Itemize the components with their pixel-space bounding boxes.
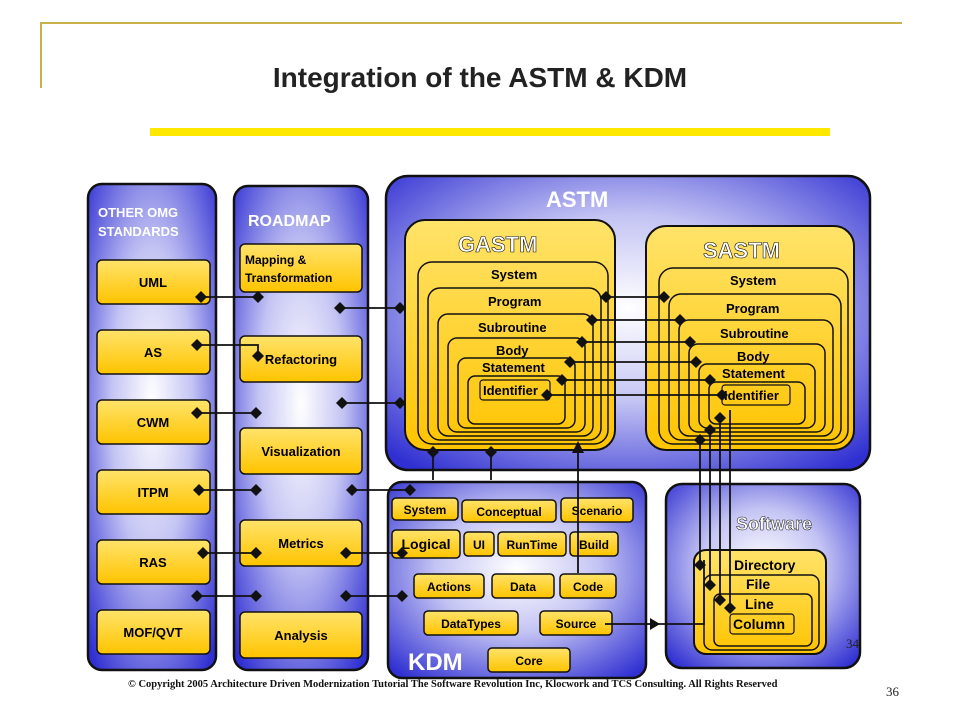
kdm-item-ui: UI (473, 538, 485, 552)
omg-item-mof-qvt: MOF/QVT (96, 609, 211, 655)
kdm-item-system-box (391, 497, 459, 521)
sastm-box: SASTM System Program Subroutine Body Sta… (645, 225, 855, 451)
kdm-item-datatypes: DataTypes (441, 617, 501, 631)
astm-panel: ASTM GASTM System Program Subroutine Bod… (384, 174, 872, 472)
roadmap-item-metrics: Metrics (239, 519, 363, 567)
roadmap-item-visualization: Visualization (239, 427, 363, 475)
gastm-level-statement: Statement (482, 360, 546, 375)
gastm-level-system: System (491, 267, 537, 282)
gastm-level-program: Program (488, 294, 541, 309)
title-underline (150, 128, 830, 136)
roadmap-item-label: Metrics (278, 536, 324, 551)
frame-top-line (40, 22, 902, 24)
kdm-item-scenario-box (560, 497, 634, 523)
sastm-level-statement: Statement (722, 366, 786, 381)
gastm-heading: GASTM (458, 232, 537, 257)
roadmap-heading: ROADMAP (248, 213, 331, 230)
kdm-item-build: Build (579, 538, 609, 552)
roadmap-item-label: Refactoring (265, 352, 337, 367)
roadmap-item-analysis: Analysis (239, 611, 363, 659)
omg-item-label: AS (144, 345, 162, 360)
omg-item-as: AS (96, 329, 211, 375)
astm-heading: ASTM (546, 187, 608, 212)
slide-title: Integration of the ASTM & KDM (272, 62, 688, 93)
omg-item-itpm: ITPM (96, 469, 211, 515)
roadmap-item-mapping: Mapping & Transformation (239, 243, 363, 293)
frame-left-line (40, 22, 42, 88)
software-level-column: Column (733, 616, 785, 632)
kdm-item-runtime-box (497, 531, 567, 557)
kdm-item-logical-box (391, 529, 461, 559)
kdm-item-source-box (539, 610, 613, 636)
kdm-item-runtime: RunTime (506, 538, 557, 552)
other-omg-panel: OTHER OMG STANDARDS UML AS CWM ITPM RAS … (86, 182, 218, 672)
software-level-file: File (746, 576, 770, 592)
roadmap-panel: ROADMAP Mapping & Transformation Refacto… (232, 184, 370, 672)
roadmap-item-refactoring: Refactoring (239, 335, 363, 383)
omg-item-label: RAS (139, 555, 167, 570)
software-level-directory: Directory (734, 557, 796, 573)
connector-diamonds (191, 291, 736, 614)
roadmap-mapping-line1: Mapping & (245, 253, 307, 267)
kdm-item-core: Core (515, 654, 543, 668)
kdm-item-code-box (559, 573, 617, 599)
kdm-panel: KDM System Conceptual Scenario Logical U… (386, 480, 648, 680)
kdm-item-datatypes-box (423, 610, 519, 636)
inner-page-number: 34 (846, 636, 859, 651)
omg-item-cwm: CWM (96, 399, 211, 445)
kdm-item-code: Code (573, 580, 603, 594)
software-heading: Software (736, 514, 812, 534)
page-number: 36 (886, 684, 899, 699)
roadmap-item-label: Visualization (261, 444, 340, 459)
sastm-level-subroutine: Subroutine (720, 326, 789, 341)
kdm-item-core-box (487, 647, 571, 673)
omg-item-label: ITPM (137, 485, 168, 500)
roadmap-item-label: Analysis (274, 628, 327, 643)
sastm-level-program: Program (726, 301, 779, 316)
software-level-line: Line (745, 596, 774, 612)
other-omg-heading-2: STANDARDS (98, 224, 179, 239)
sastm-heading: SASTM (703, 238, 780, 263)
kdm-item-source: Source (556, 617, 597, 631)
kdm-item-scenario: Scenario (572, 504, 623, 518)
copyright-text: © Copyright 2005 Architecture Driven Mod… (128, 679, 778, 690)
sastm-level-body: Body (737, 349, 770, 364)
kdm-item-conceptual-box (461, 499, 557, 523)
kdm-item-conceptual: Conceptual (476, 505, 541, 519)
omg-item-label: MOF/QVT (123, 625, 182, 640)
omg-item-uml: UML (96, 259, 211, 305)
kdm-item-actions-box (413, 573, 485, 599)
gastm-level-body: Body (496, 343, 529, 358)
kdm-item-actions: Actions (427, 580, 471, 594)
kdm-item-ui-box (463, 531, 495, 557)
kdm-heading: KDM (408, 649, 463, 676)
gastm-level-subroutine: Subroutine (478, 320, 547, 335)
gastm-level-identifier: Identifier (483, 383, 538, 398)
roadmap-mapping-line2: Transformation (245, 271, 332, 285)
gastm-box: GASTM System Program Subroutine Body Sta… (404, 219, 616, 451)
software-panel: Software Directory File Line Column (664, 482, 862, 670)
connector-lines (197, 296, 731, 625)
kdm-item-data-box (491, 573, 555, 599)
sastm-level-identifier: Identifier (724, 388, 779, 403)
omg-item-label: CWM (137, 415, 170, 430)
omg-item-ras: RAS (96, 539, 211, 585)
other-omg-heading-1: OTHER OMG (98, 205, 178, 220)
kdm-item-system: System (404, 503, 447, 517)
kdm-item-logical: Logical (401, 536, 450, 552)
kdm-item-build-box (569, 531, 619, 557)
connector-arrows (572, 441, 660, 630)
omg-item-label: UML (139, 275, 167, 290)
kdm-item-data: Data (510, 580, 536, 594)
sastm-level-system: System (730, 273, 776, 288)
